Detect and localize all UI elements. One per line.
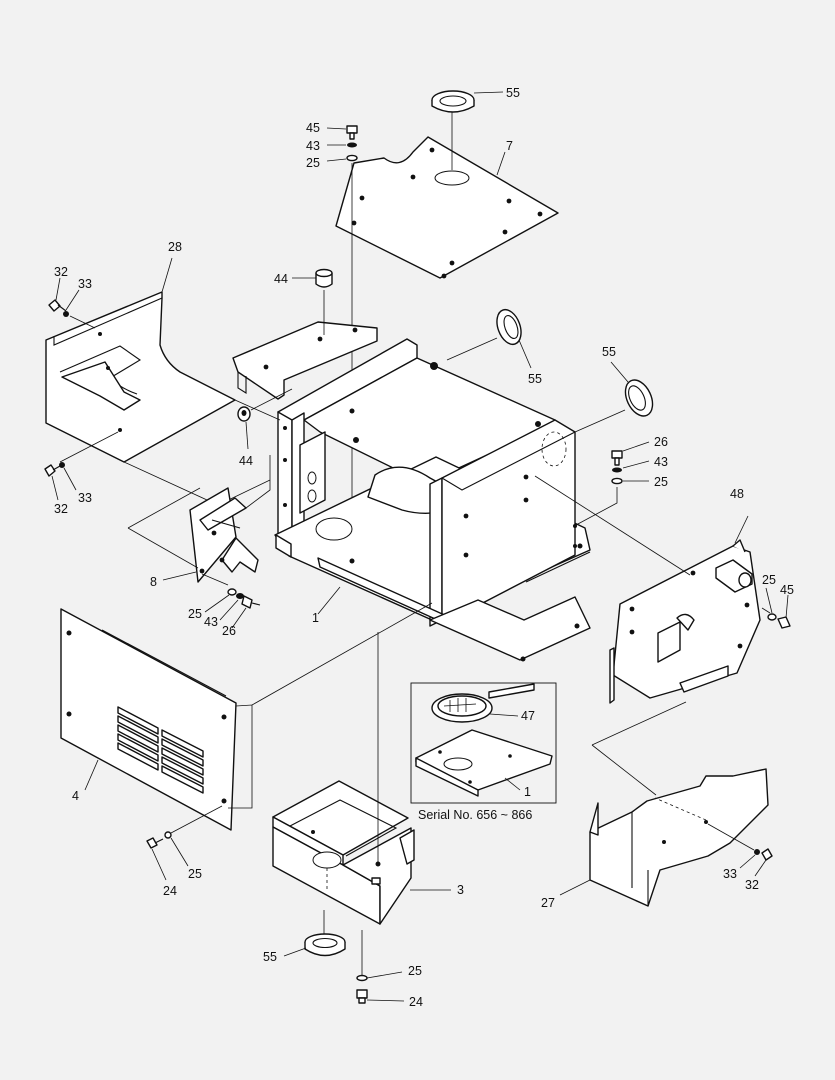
side-panel-48 [609,539,761,704]
lock-washer-33-a [63,311,69,317]
washer-25-panel [767,613,777,621]
callout-32-a: 32 [54,265,68,279]
ventilation-louvers [117,706,204,794]
callout-1-inset: 1 [524,785,531,799]
grommet-55-mid [496,308,522,346]
washer-25-lower [164,831,172,839]
callout-44-b: 44 [239,454,253,468]
grommet-55-bottom [304,933,346,957]
callout-25-top: 25 [306,156,320,170]
lock-washer-43-top [347,142,357,148]
bottom-box-3 [272,780,415,925]
callout-7: 7 [506,139,513,153]
bolt-26-right [611,450,623,466]
callout-25-bottom: 25 [408,964,422,978]
lock-washer-43-right [612,467,622,473]
rubber-mount-44-b [237,406,251,422]
front-panel-4 [60,608,237,831]
inset-grommet-47 [431,683,535,723]
screw-32-c [761,848,773,861]
washer-25-bottom [356,974,368,982]
callout-24-bottom: 24 [409,995,423,1009]
callout-25-left: 25 [188,607,202,621]
bolt-26-left [241,595,261,609]
screw-24-lower [146,837,164,849]
bolt-45-panel [777,616,791,629]
callout-43-top: 43 [306,139,320,153]
grounding-terminal [715,559,753,593]
side-cover-28 [45,291,236,463]
callout-32-c: 32 [745,878,759,892]
screw-32-b [44,464,61,477]
washer-25-left [227,588,237,596]
callout-33-b: 33 [78,491,92,505]
callout-24-lower: 24 [163,884,177,898]
lock-washer-43-left [236,593,244,599]
grommet-55-top [431,90,475,113]
washer-25-right [611,477,623,485]
top-cover-plate [335,136,559,279]
callout-55-top: 55 [506,86,520,100]
callout-43-left: 43 [204,615,218,629]
rubber-mount-44-a [315,268,333,288]
callout-8: 8 [150,575,157,589]
callout-45-panel: 45 [780,583,794,597]
main-frame [274,338,591,662]
callout-33-a: 33 [78,277,92,291]
callout-25-right: 25 [654,475,668,489]
callout-43-right: 43 [654,455,668,469]
side-cover-27 [589,768,769,907]
callout-4: 4 [72,789,79,803]
callout-55-mid: 55 [528,372,542,386]
inset-plate-1 [415,729,553,797]
inset-frame [410,682,557,804]
callout-55-bottom: 55 [263,950,277,964]
callout-27: 27 [541,896,555,910]
mounting-bracket [232,321,378,400]
control-bracket-8 [189,487,259,583]
callout-28: 28 [168,240,182,254]
callout-33-c: 33 [723,867,737,881]
callout-44-a: 44 [274,272,288,286]
washer-25-top [346,154,358,162]
callout-32-b: 32 [54,502,68,516]
bolt-24-bottom [356,989,368,1004]
bolt-45-top [346,125,358,140]
callout-47: 47 [521,709,535,723]
callout-48: 48 [730,487,744,501]
callout-25-lower: 25 [188,867,202,881]
inset-serial-caption: Serial No. 656 ~ 866 [418,808,532,822]
callout-26-right: 26 [654,435,668,449]
callout-45-top: 45 [306,121,320,135]
callout-26-left: 26 [222,624,236,638]
screw-32-a [48,299,67,312]
callout-25-panel: 25 [762,573,776,587]
grommet-55-right [624,379,654,417]
callout-1: 1 [312,611,319,625]
callout-55-right: 55 [602,345,616,359]
lock-washer-33-c [754,849,760,855]
callout-3: 3 [457,883,464,897]
lock-washer-33-b [59,462,65,468]
